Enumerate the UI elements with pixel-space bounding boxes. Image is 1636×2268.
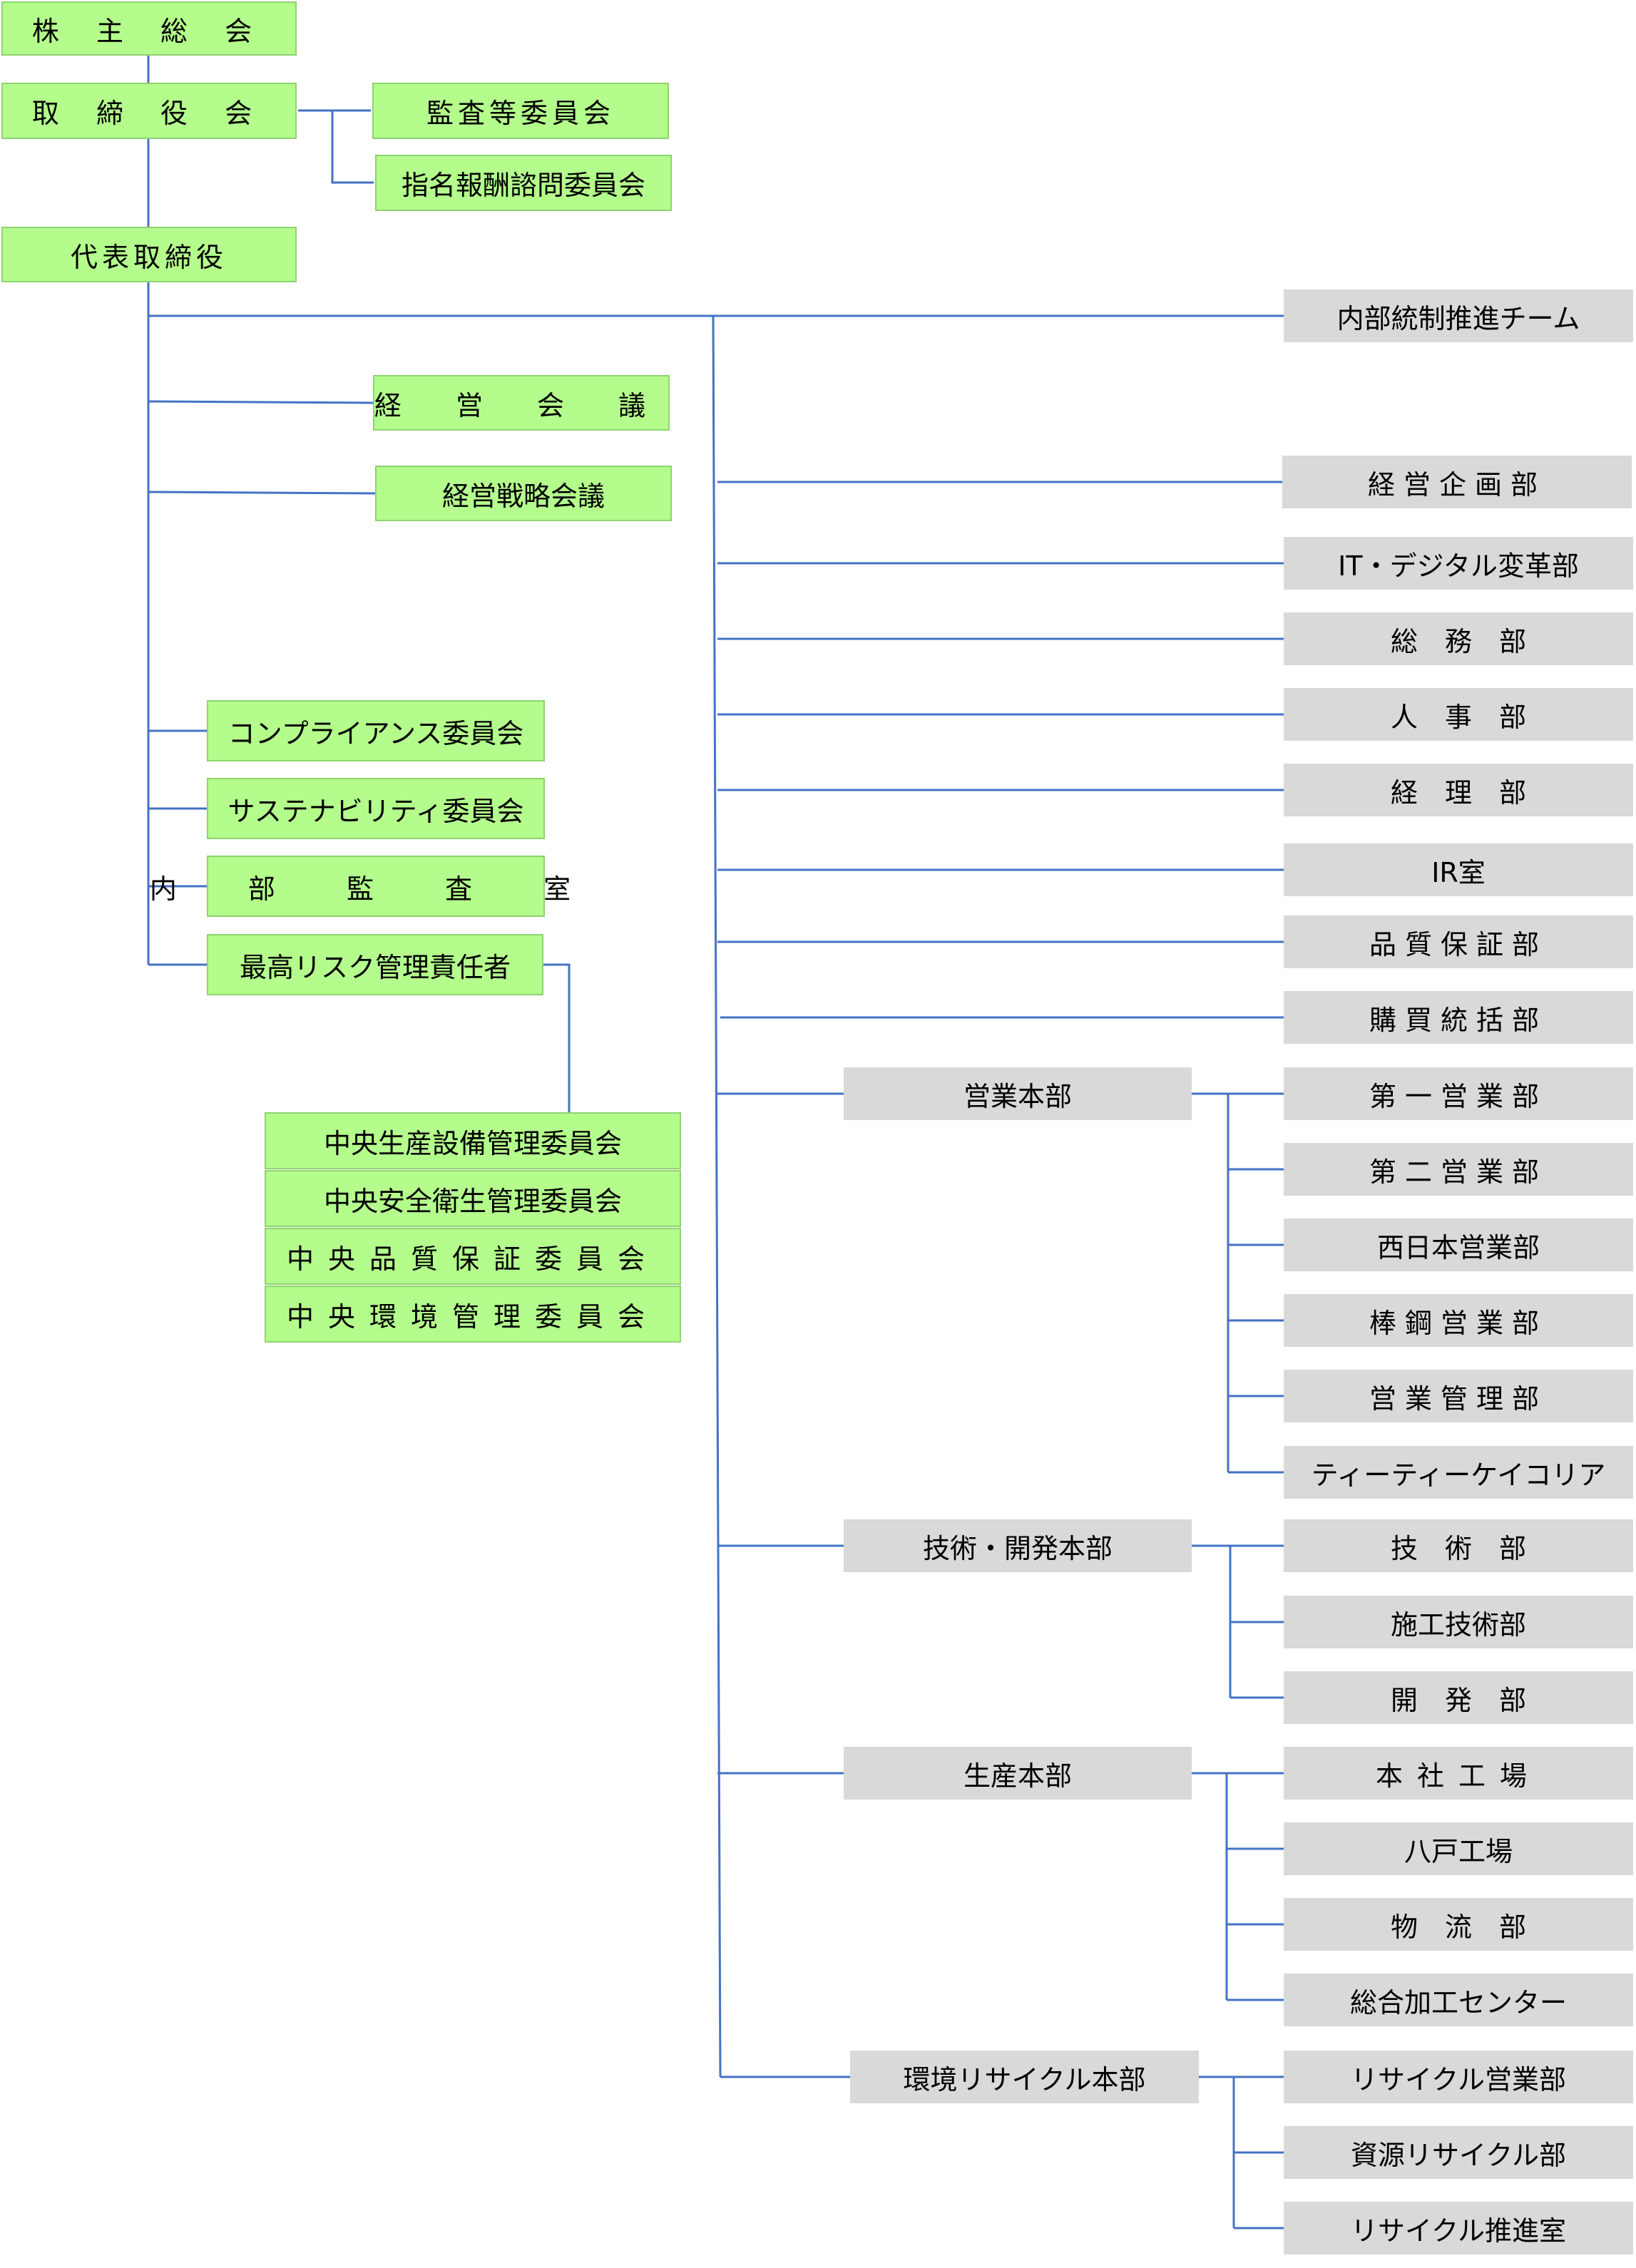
risk-committee-box: 中央環境管理委員会 <box>265 1286 681 1343</box>
unit-box: 第一営業部 <box>1284 1067 1633 1120</box>
connector <box>331 111 374 184</box>
unit-box: 施工技術部 <box>1284 1596 1633 1648</box>
department-box: 人 事 部 <box>1284 688 1633 741</box>
unit-box: ティーティーケイコリア <box>1284 1446 1633 1499</box>
connector <box>148 491 376 495</box>
internal-control-team-box: 内部統制推進チーム <box>1284 289 1633 342</box>
risk-committee-box: 中央安全衛生管理委員会 <box>265 1170 681 1227</box>
department-box: 経 理 部 <box>1284 764 1633 816</box>
unit-box: 西日本営業部 <box>1284 1218 1633 1271</box>
department-box: 経営企画部 <box>1282 456 1632 508</box>
connector <box>543 963 571 1112</box>
unit-box: 物 流 部 <box>1284 1898 1633 1951</box>
unit-box: リサイクル推進室 <box>1284 2202 1633 2254</box>
department-box: 購買統括部 <box>1284 991 1633 1044</box>
unit-box: 開 発 部 <box>1284 1671 1633 1724</box>
department-box: IR室 <box>1284 843 1633 896</box>
strategy-meeting-box: 経営戦略会議 <box>375 466 672 521</box>
department-box: IT・デジタル変革部 <box>1284 537 1633 590</box>
tech-development-division-box: 技術・開発本部 <box>844 1519 1192 1572</box>
shareholders-meeting-box: 株 主 総 会 <box>1 1 297 56</box>
representative-director-box: 代表取締役 <box>1 227 297 282</box>
management-meeting-box: 経 営 会 議 <box>373 375 670 431</box>
unit-box: リサイクル営業部 <box>1284 2051 1633 2103</box>
sustainability-committee-box: サステナビリティ委員会 <box>207 778 545 839</box>
nomination-committee-box: 指名報酬諮問委員会 <box>375 155 672 211</box>
unit-box: 第二営業部 <box>1284 1143 1633 1196</box>
sales-division-box: 営業本部 <box>844 1067 1192 1120</box>
unit-box: 八戸工場 <box>1284 1822 1633 1875</box>
chief-risk-officer-box: 最高リスク管理責任者 <box>207 934 543 995</box>
unit-box: 本社工場 <box>1284 1747 1633 1800</box>
department-box: 総 務 部 <box>1284 612 1633 665</box>
department-box: 品質保証部 <box>1284 915 1633 968</box>
risk-committee-box: 中央生産設備管理委員会 <box>265 1112 681 1169</box>
compliance-committee-box: コンプライアンス委員会 <box>207 700 545 761</box>
risk-committee-box: 中央品質保証委員会 <box>265 1228 681 1285</box>
production-division-box: 生産本部 <box>844 1747 1192 1800</box>
connector <box>712 315 722 2078</box>
unit-box: 総合加工センター <box>1284 1974 1633 2026</box>
unit-box: 技 術 部 <box>1284 1519 1633 1572</box>
connector <box>148 400 374 404</box>
environment-recycling-division-box: 環境リサイクル本部 <box>850 2051 1199 2103</box>
unit-box: 資源リサイクル部 <box>1284 2126 1633 2179</box>
unit-box: 営業管理部 <box>1284 1370 1633 1422</box>
board-of-directors-box: 取 締 役 会 <box>1 83 297 139</box>
internal-audit-office-box: 内 部 監 査 室 <box>150 856 571 917</box>
unit-box: 棒鋼営業部 <box>1284 1294 1633 1347</box>
audit-committee-box: 監査等委員会 <box>372 83 669 139</box>
